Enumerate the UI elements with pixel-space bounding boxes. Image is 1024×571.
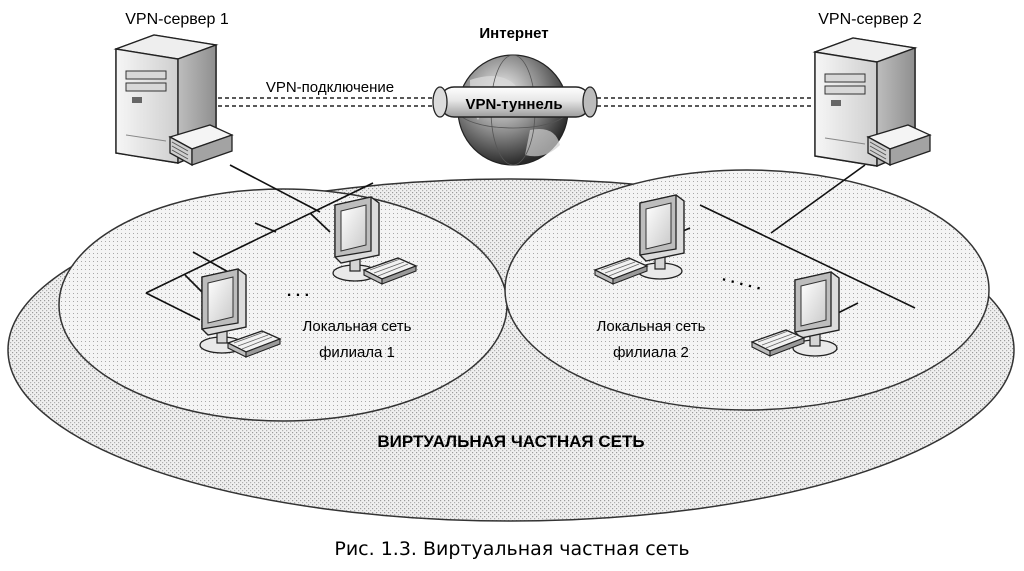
lan1-label-line1: Локальная сеть <box>303 318 412 335</box>
server2-label: VPN-сервер 2 <box>818 11 922 28</box>
figure-caption: Рис. 1.3. Виртуальная частная сеть <box>334 538 690 560</box>
lan2-label-line2: филиала 2 <box>613 344 689 361</box>
vpn-connection-line <box>218 97 812 107</box>
internet-label: Интернет <box>479 25 548 42</box>
lan2-ellipse <box>504 169 990 411</box>
lan2-label-line1: Локальная сеть <box>597 318 706 335</box>
vpn-label: ВИРТУАЛЬНАЯ ЧАСТНАЯ СЕТЬ <box>377 432 644 451</box>
vpn-connection-label: VPN-подключение <box>266 79 394 96</box>
vpn-tunnel <box>432 86 598 118</box>
ellipsis-lan1: . . . <box>287 283 309 300</box>
lan1-ellipse <box>58 188 508 422</box>
server1-label: VPN-сервер 1 <box>125 11 229 28</box>
tunnel-label: VPN-туннель <box>465 96 562 113</box>
lan1-label-line2: филиала 1 <box>319 344 395 361</box>
lan1-bus <box>145 164 374 321</box>
